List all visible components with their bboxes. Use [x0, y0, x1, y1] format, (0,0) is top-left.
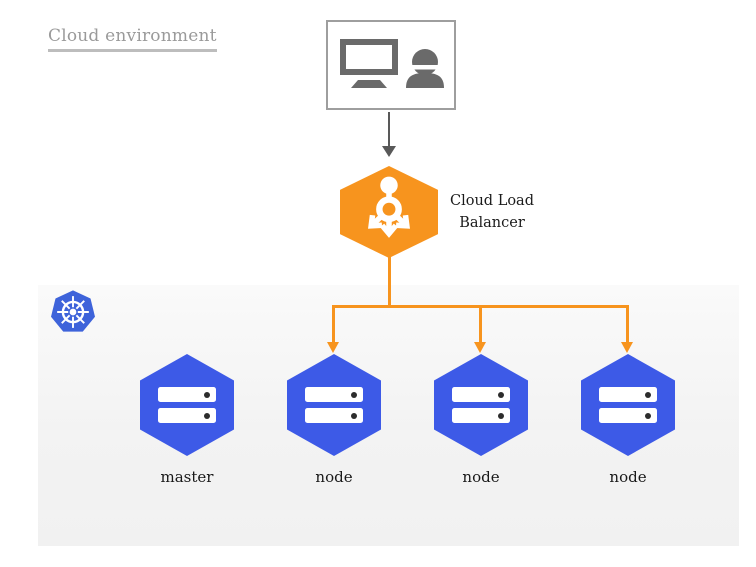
node-hexagon — [434, 354, 528, 456]
arrow-user-to-lb-head — [382, 146, 396, 157]
cluster-node-master: master — [140, 354, 234, 486]
helm-wheel-icon — [57, 296, 89, 328]
load-balancer-icon — [340, 176, 438, 238]
node-hexagon — [287, 354, 381, 456]
load-balancer-label: Cloud Load Balancer — [450, 193, 534, 231]
node-label: master — [160, 468, 214, 486]
person-icon — [406, 49, 444, 88]
server-led-dot — [351, 412, 357, 419]
monitor-icon — [340, 39, 398, 88]
server-led-dot — [645, 391, 651, 398]
user-terminal-box — [326, 20, 456, 110]
cluster-node-3: node — [581, 354, 675, 486]
page-title: Cloud environment — [48, 26, 217, 52]
server-led-dot — [645, 412, 651, 419]
connector-drop-arrowhead — [327, 342, 339, 353]
server-bar — [158, 408, 216, 423]
server-icon — [158, 387, 216, 429]
server-bar — [305, 387, 363, 402]
connector-drop-arrowhead — [621, 342, 633, 353]
server-bar — [599, 408, 657, 423]
kubernetes-logo-icon — [51, 290, 95, 332]
server-led-dot — [204, 391, 210, 398]
server-led-dot — [498, 391, 504, 398]
monitor-and-person-icon — [340, 39, 444, 88]
cluster-node-2: node — [434, 354, 528, 486]
node-label: node — [315, 468, 353, 486]
arrow-user-to-lb-line — [388, 112, 390, 146]
server-led-dot — [498, 412, 504, 419]
server-bar — [158, 387, 216, 402]
server-icon — [305, 387, 363, 429]
connector-drop-arrowhead — [474, 342, 486, 353]
connector-drop-line — [332, 305, 335, 343]
server-bar — [599, 387, 657, 402]
connector-drop-line — [479, 305, 482, 343]
server-bar — [305, 408, 363, 423]
load-balancer-hexagon — [340, 166, 438, 258]
server-icon — [599, 387, 657, 429]
server-bar — [452, 408, 510, 423]
node-hexagon — [581, 354, 675, 456]
node-label: node — [462, 468, 500, 486]
server-led-dot — [351, 391, 357, 398]
server-led-dot — [204, 412, 210, 419]
connector-lb-stub — [387, 257, 391, 307]
server-icon — [452, 387, 510, 429]
connector-drop-line — [626, 305, 629, 343]
node-label: node — [609, 468, 647, 486]
node-hexagon — [140, 354, 234, 456]
cluster-node-1: node — [287, 354, 381, 486]
server-bar — [452, 387, 510, 402]
